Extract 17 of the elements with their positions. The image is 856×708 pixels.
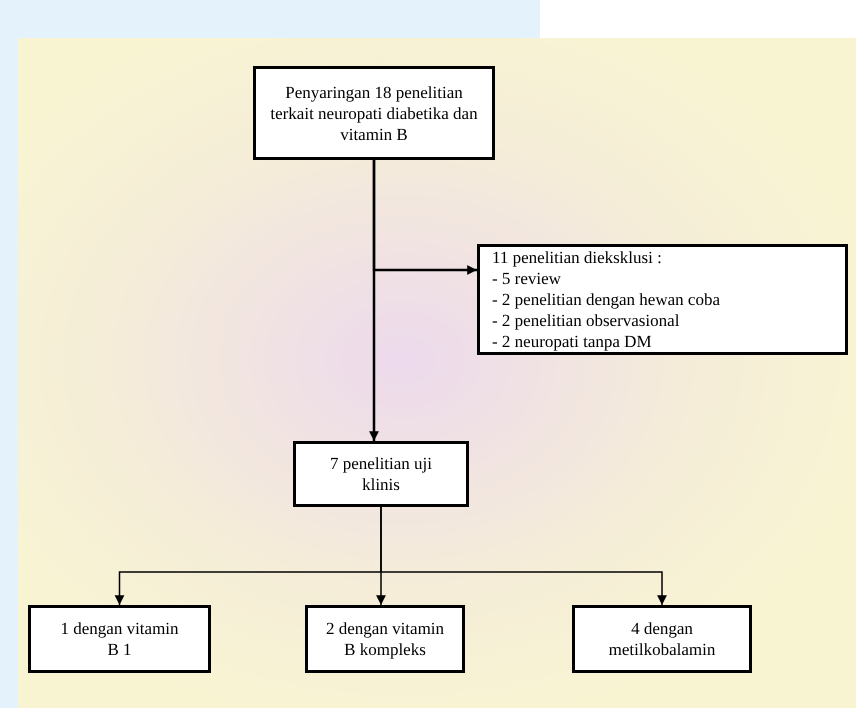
process-box (253, 66, 495, 160)
box-text: 11 penelitian dieksklusi : (492, 247, 662, 268)
box-text: 1 dengan vitamin B 1 (59, 618, 180, 660)
arrow (380, 507, 666, 608)
process-box (293, 441, 469, 507)
process-box (572, 605, 752, 673)
process-box (305, 605, 465, 673)
box-text: - 2 neuropati tanpa DM (492, 331, 652, 352)
box-text: - 2 penelitian observasional (492, 310, 680, 331)
process-box (28, 605, 211, 673)
box-text: 2 dengan vitamin B kompleks (324, 618, 446, 660)
box-text: Penyaringan 18 penelitian terkait neuropati diabetika dan vitamin B (270, 82, 478, 144)
box-text: - 5 review (492, 268, 561, 289)
box-text: 4 dengan metilkobalamin (608, 618, 716, 660)
process-box (477, 244, 848, 355)
box-text: 7 penelitian uji klinis (329, 453, 433, 495)
box-text: - 2 penelitian dengan hewan coba (492, 289, 720, 310)
